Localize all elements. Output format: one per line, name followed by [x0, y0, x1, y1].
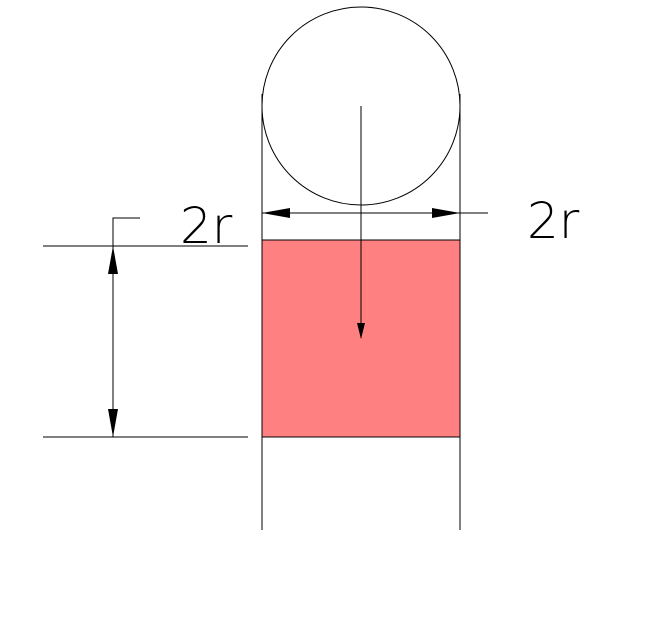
height-label-leader: [112, 217, 140, 246]
height-dimension-label: 2r: [180, 197, 233, 255]
width-dimension-label: 2r: [527, 192, 580, 250]
